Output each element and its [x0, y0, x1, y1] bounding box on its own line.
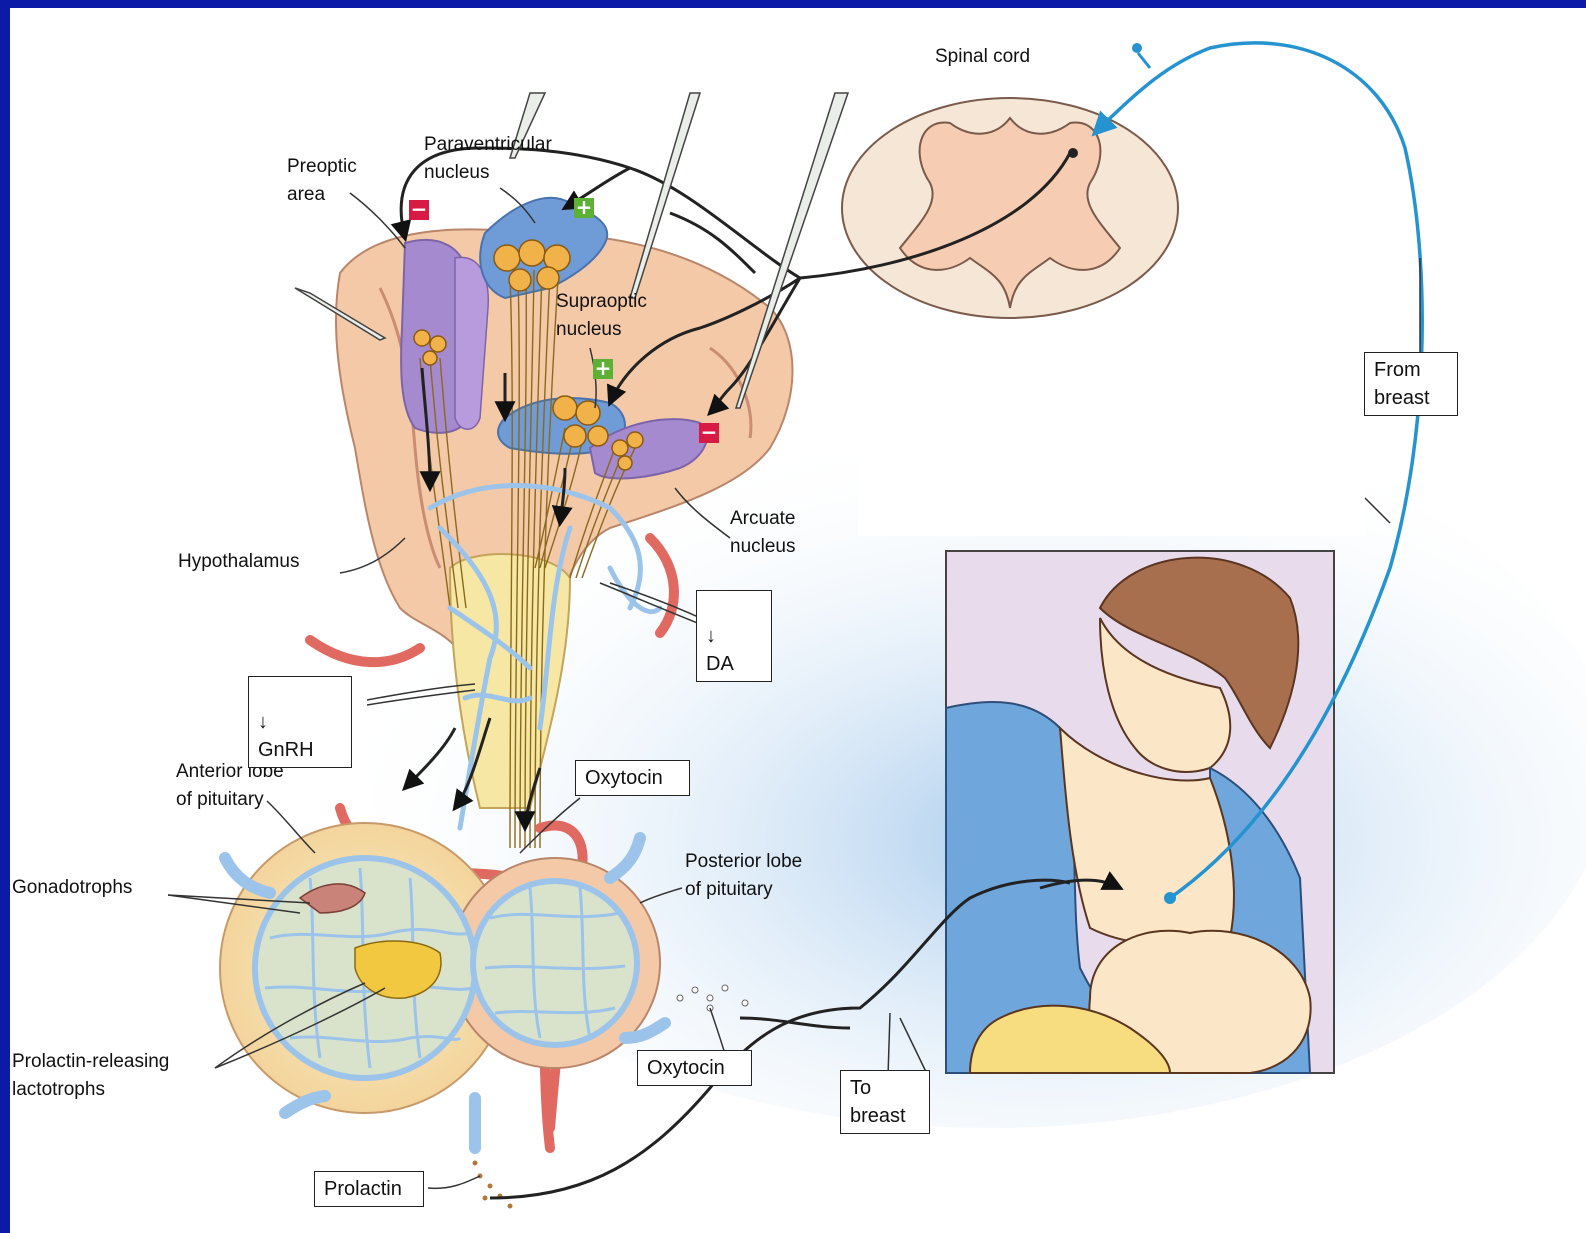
stimulate-sign-supraoptic: + — [593, 359, 613, 379]
stimulate-sign-paraventricular: + — [574, 198, 594, 218]
box-from-breast: From breast — [1364, 352, 1458, 416]
afferent-branch — [1138, 53, 1150, 68]
label-supraoptic-nucleus: Supraoptic nucleus — [556, 288, 647, 344]
label-spinal-cord: Spinal cord — [935, 43, 1030, 71]
diagram-frame: Spinal cord Paraventricular nucleus Preo… — [10, 8, 1586, 1233]
box-prolactin: Prolactin — [314, 1171, 424, 1207]
inhibit-sign-preoptic: − — [409, 200, 429, 220]
box-to-breast: To breast — [840, 1070, 930, 1134]
box-oxytocin-top: Oxytocin — [575, 760, 690, 796]
label-arcuate-nucleus: Arcuate nucleus — [730, 505, 796, 561]
synapse-dot — [1068, 148, 1078, 158]
inhibit-sign-arcuate: − — [699, 423, 719, 443]
blank-panel — [858, 348, 1366, 536]
label-preoptic-area: Preoptic area — [287, 153, 357, 209]
label-paraventricular-nucleus: Paraventricular nucleus — [424, 131, 552, 187]
label-hypothalamus: Hypothalamus — [178, 548, 299, 576]
afferent-terminal — [1132, 43, 1142, 53]
decrease-arrow-icon: ↓ — [258, 711, 268, 733]
label-gonadotrophs: Gonadotrophs — [12, 874, 132, 902]
box-gnrh-text: GnRH — [258, 739, 314, 761]
decrease-arrow-icon: ↓ — [706, 625, 716, 647]
posterior-lobe-cells — [473, 881, 637, 1045]
box-da: ↓ DA — [696, 590, 772, 682]
box-da-text: DA — [706, 653, 734, 675]
nipple-receptor — [1164, 892, 1176, 904]
lactation-reflex-illustration — [10, 8, 1586, 1233]
label-posterior-lobe: Posterior lobe of pituitary — [685, 848, 802, 904]
label-lactotrophs: Prolactin-releasing lactotrophs — [12, 1048, 169, 1104]
box-gnrh: ↓ GnRH — [248, 676, 352, 768]
prolactin-dots — [473, 1161, 513, 1209]
box-oxytocin-bottom: Oxytocin — [637, 1050, 752, 1086]
